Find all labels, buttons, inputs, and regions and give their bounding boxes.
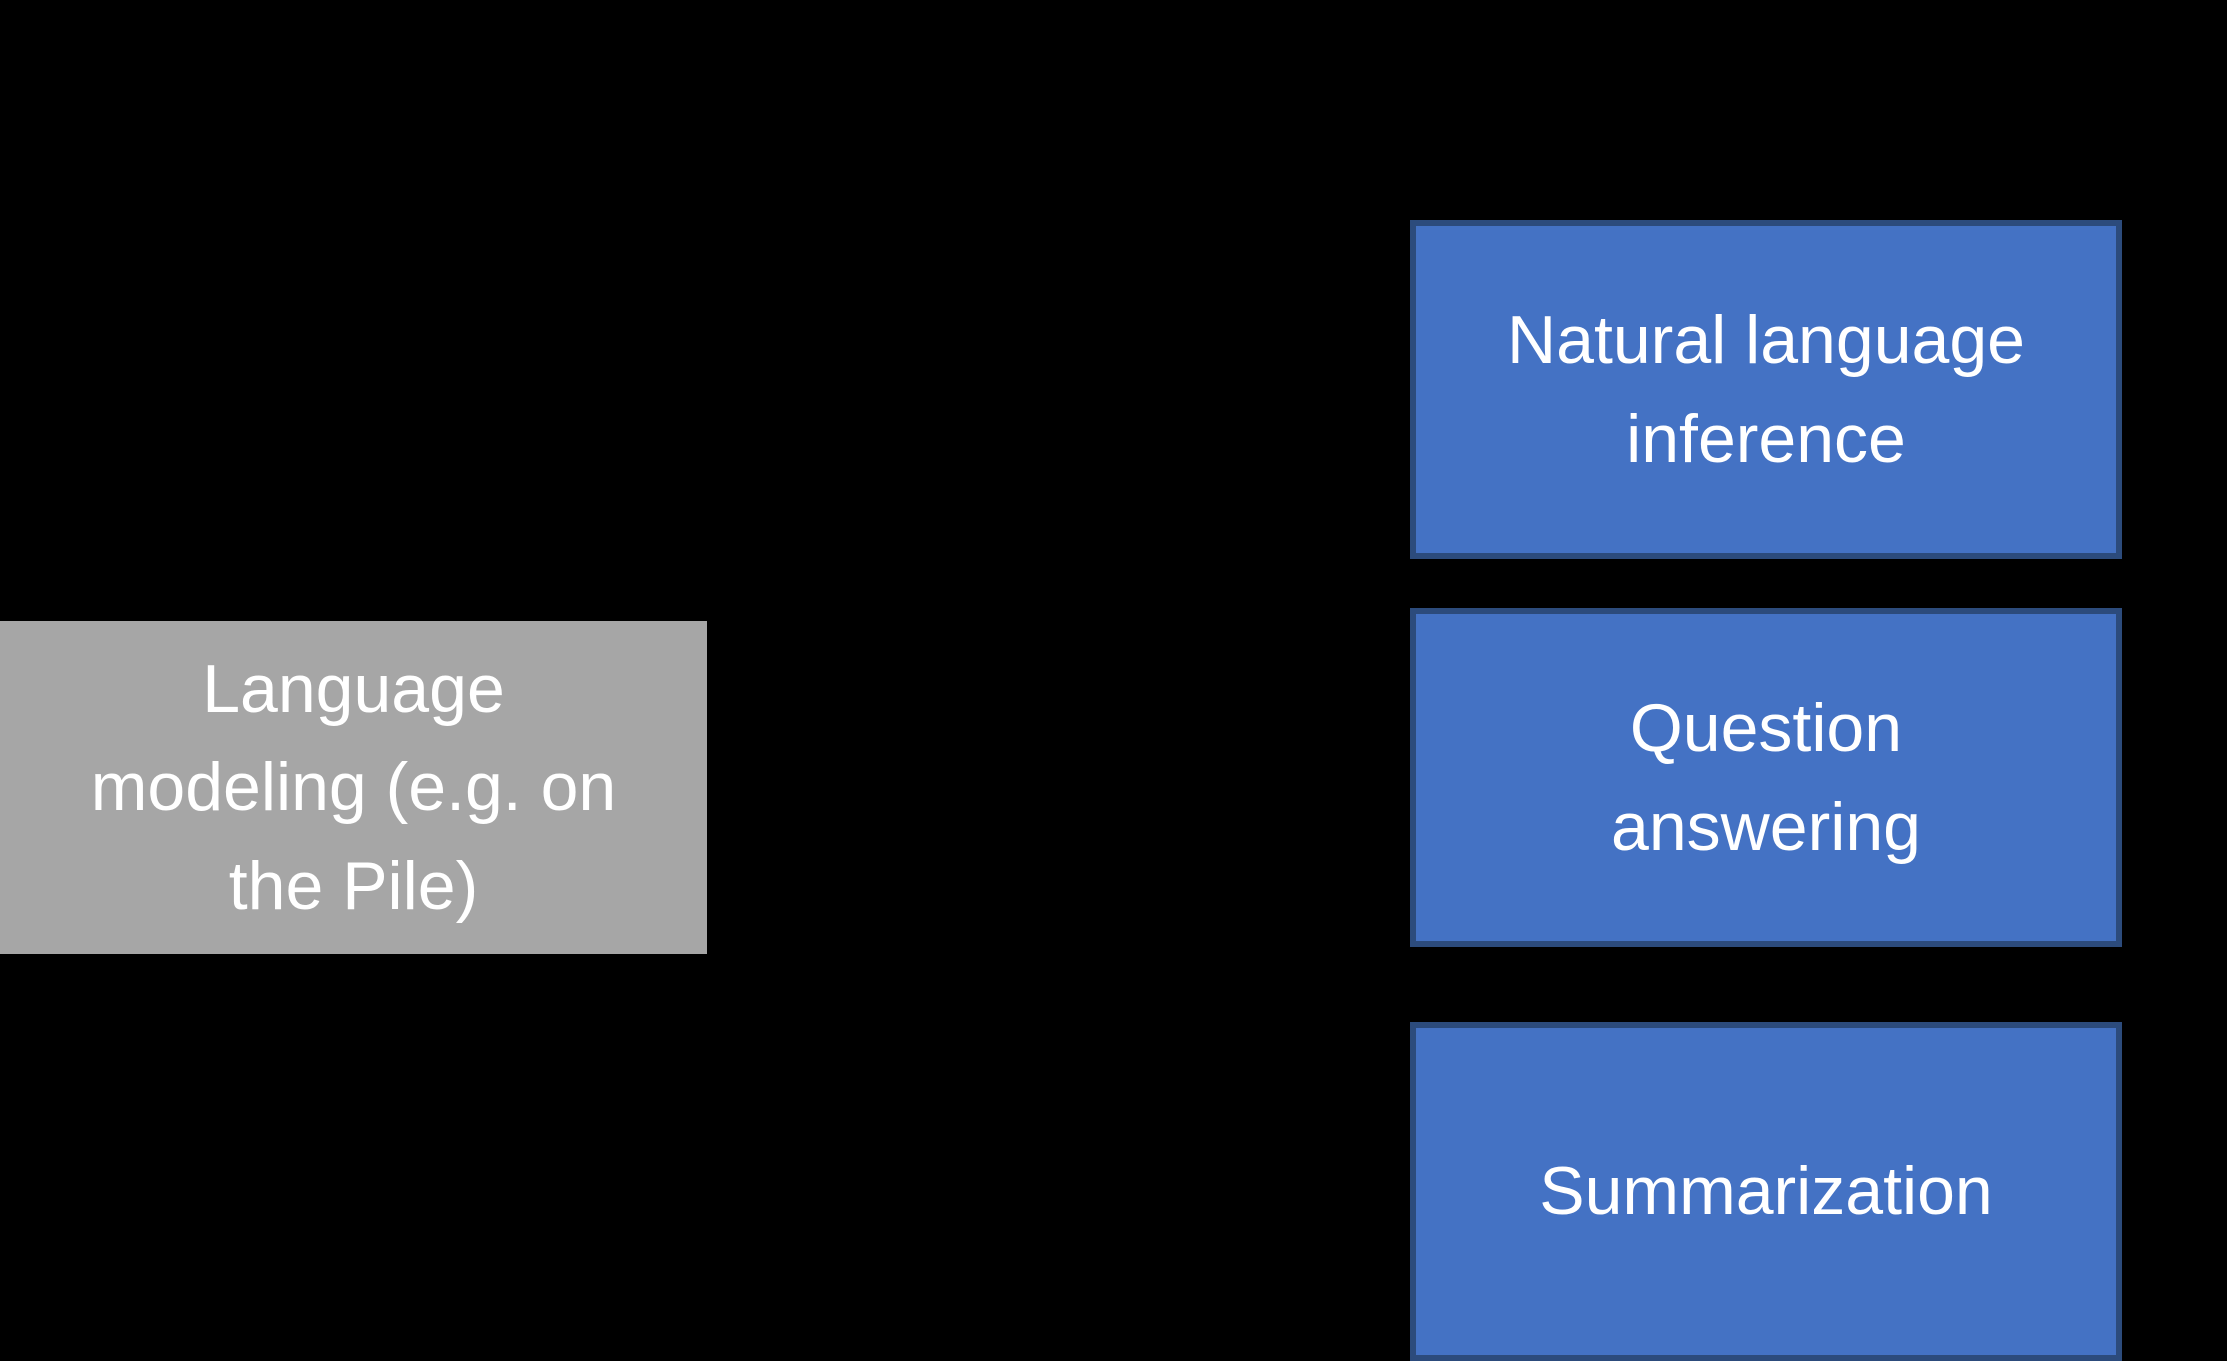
task-label-natural-language-inference: Natural language inference xyxy=(1507,301,2025,477)
task-box-summarization: Summarization xyxy=(1410,1022,2122,1361)
task-label-question-answering: Question answering xyxy=(1611,689,1921,865)
task-box-natural-language-inference: Natural language inference xyxy=(1410,220,2122,559)
task-label-summarization: Summarization xyxy=(1539,1153,1993,1230)
language-modeling-label: Language modeling (e.g. on the Pile) xyxy=(90,650,617,924)
task-box-question-answering: Question answering xyxy=(1410,608,2122,947)
language-modeling-box: Language modeling (e.g. on the Pile) xyxy=(0,621,707,954)
